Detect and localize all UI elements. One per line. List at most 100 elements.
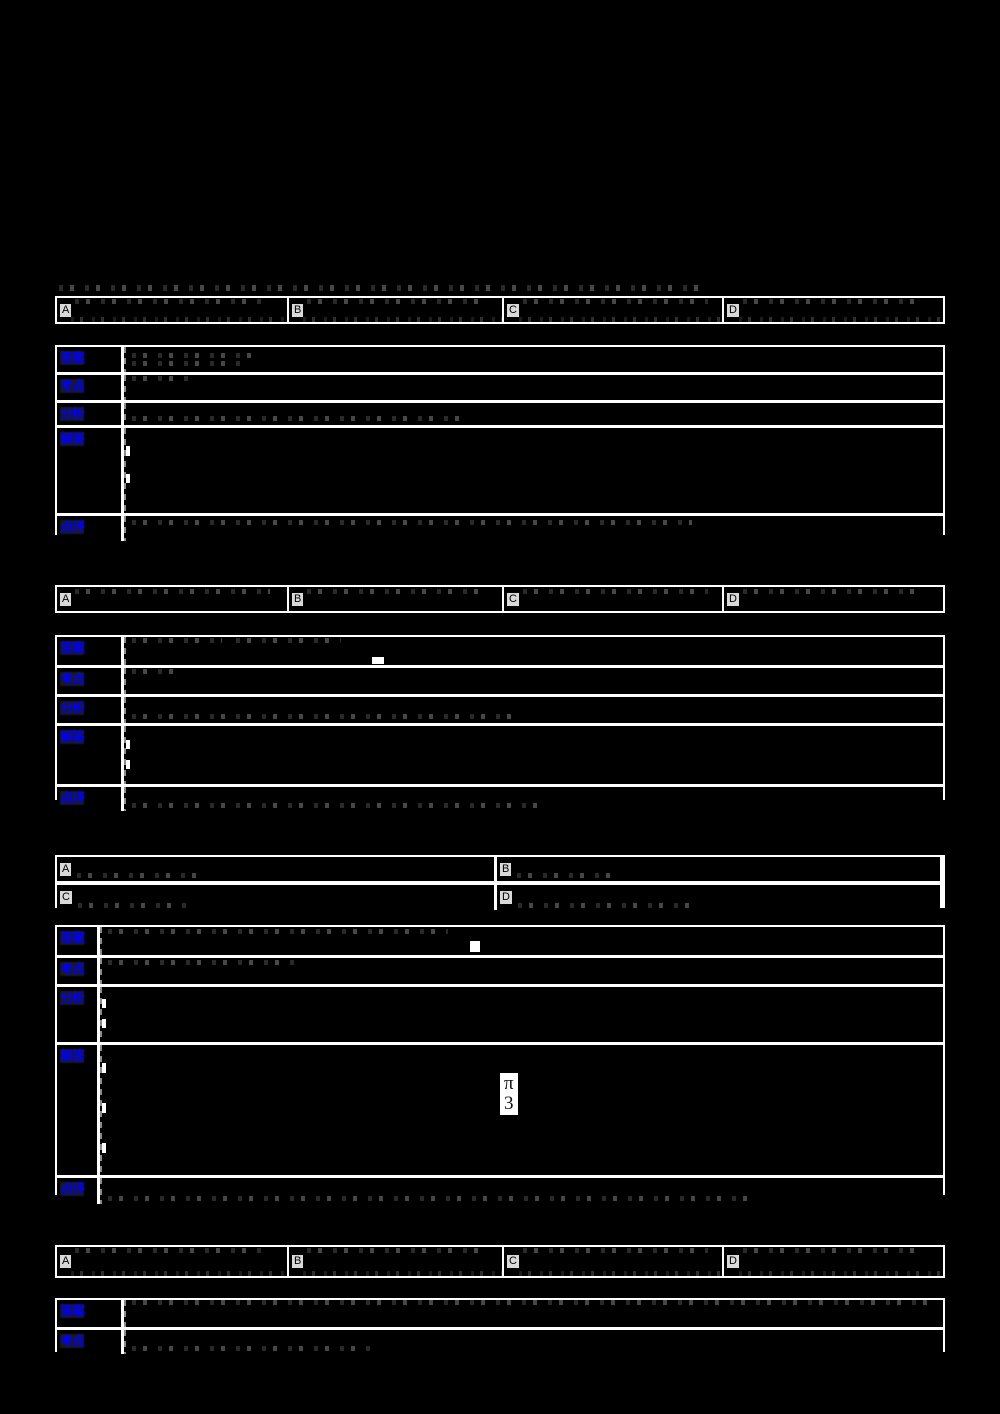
detail-label-comment: 点评 bbox=[57, 1178, 100, 1204]
option-c[interactable]: C bbox=[504, 1247, 724, 1276]
option-letter-a: A bbox=[60, 303, 72, 317]
option-letter-b: B bbox=[292, 1255, 304, 1268]
option-a[interactable]: A bbox=[57, 587, 289, 611]
option-d[interactable]: D bbox=[724, 298, 943, 322]
detail-label-testpoint: 考点 bbox=[57, 958, 100, 984]
detail-body-answer bbox=[124, 637, 943, 665]
detail-row-testpoint: 考点 bbox=[57, 668, 943, 697]
detail-label-testpoint: 考点 bbox=[57, 668, 124, 694]
option-c-text bbox=[518, 298, 722, 322]
option-b[interactable]: B bbox=[497, 857, 940, 881]
option-d[interactable]: D bbox=[724, 587, 943, 611]
detail-body-comment bbox=[124, 787, 943, 811]
detail-label-answer: 答案 bbox=[57, 927, 100, 955]
option-b-text bbox=[303, 587, 502, 611]
detail-row-answer: 答案 bbox=[57, 347, 943, 375]
detail-body-solution: π 3 bbox=[100, 1045, 943, 1175]
detail-label-answer: 答案 bbox=[57, 1300, 124, 1327]
detail-label-analysis: 分析 bbox=[57, 697, 124, 723]
detail-row-answer: 答案 bbox=[57, 927, 943, 958]
detail-label-answer: 答案 bbox=[57, 637, 124, 665]
detail-row-answer: 答案 bbox=[57, 637, 943, 668]
option-letter-d: D bbox=[500, 891, 512, 904]
option-c-text bbox=[518, 587, 722, 611]
detail-label-answer: 答案 bbox=[57, 347, 124, 372]
option-letter-d: D bbox=[727, 1255, 739, 1268]
option-c-text bbox=[71, 885, 494, 910]
question-4-options[interactable]: A B C D bbox=[55, 1245, 945, 1278]
option-b[interactable]: B bbox=[289, 1247, 504, 1276]
detail-label-comment: 点评 bbox=[57, 787, 124, 811]
question-1-options[interactable]: A B C D bbox=[55, 296, 945, 324]
detail-row-comment: 点评 bbox=[57, 787, 943, 811]
detail-body-answer bbox=[124, 1300, 943, 1327]
option-letter-b: B bbox=[292, 592, 304, 606]
option-a-text bbox=[71, 587, 287, 611]
detail-row-comment: 点评 bbox=[57, 1178, 943, 1204]
option-b-text bbox=[303, 298, 502, 322]
option-letter-a: A bbox=[60, 592, 72, 606]
detail-body-testpoint bbox=[100, 958, 943, 984]
option-a[interactable]: A bbox=[57, 1247, 289, 1276]
option-b[interactable]: B bbox=[289, 587, 504, 611]
detail-row-solution: 解答 bbox=[57, 726, 943, 787]
option-a-text bbox=[71, 857, 494, 881]
detail-body-testpoint bbox=[124, 375, 943, 400]
detail-row-solution: 解答 π 3 bbox=[57, 1045, 943, 1178]
option-c-text bbox=[518, 1247, 722, 1276]
question-1-stem bbox=[57, 283, 943, 294]
option-b-text bbox=[511, 857, 940, 881]
option-d-text bbox=[738, 298, 943, 322]
detail-row-analysis: 分析 bbox=[57, 697, 943, 726]
fraction-pi-over-3: π 3 bbox=[500, 1073, 518, 1115]
option-a[interactable]: A bbox=[57, 857, 497, 881]
detail-row-analysis: 分析 bbox=[57, 987, 943, 1045]
question-1-detail-table: 答案 考点 分析 bbox=[55, 345, 945, 541]
question-4-detail-table: 答案 考点 bbox=[55, 1298, 945, 1354]
detail-body-analysis bbox=[124, 403, 943, 425]
question-3-detail-table: 答案 考点 分析 bbox=[55, 925, 945, 1204]
question-2-detail-table: 答案 考点 分析 bbox=[55, 635, 945, 811]
detail-label-testpoint: 考点 bbox=[57, 375, 124, 400]
option-d-text bbox=[511, 885, 940, 910]
question-2-options[interactable]: A B C D bbox=[55, 585, 945, 613]
detail-label-solution: 解答 bbox=[57, 1045, 100, 1175]
option-d-text bbox=[738, 587, 943, 611]
detail-row-testpoint: 考点 bbox=[57, 375, 943, 403]
detail-row-solution: 解答 bbox=[57, 428, 943, 516]
detail-body-answer bbox=[100, 927, 943, 955]
option-b-text bbox=[303, 1247, 502, 1276]
option-a[interactable]: A bbox=[57, 298, 289, 322]
option-letter-d: D bbox=[727, 303, 739, 317]
detail-body-comment bbox=[124, 516, 943, 541]
detail-row-answer: 答案 bbox=[57, 1300, 943, 1330]
detail-label-analysis: 分析 bbox=[57, 987, 100, 1042]
detail-label-analysis: 分析 bbox=[57, 403, 124, 425]
option-letter-b: B bbox=[500, 862, 512, 876]
option-grid-row-2: C D bbox=[57, 885, 943, 910]
detail-body-comment bbox=[100, 1178, 943, 1204]
option-c[interactable]: C bbox=[57, 885, 497, 910]
fraction-numerator: π bbox=[504, 1073, 514, 1094]
detail-body-testpoint bbox=[124, 1330, 943, 1354]
option-letter-c: C bbox=[507, 303, 519, 317]
option-a-text bbox=[71, 1247, 287, 1276]
option-letter-a: A bbox=[60, 1255, 72, 1268]
detail-body-answer bbox=[124, 347, 943, 372]
detail-body-testpoint bbox=[124, 668, 943, 694]
option-b[interactable]: B bbox=[289, 298, 504, 322]
option-d[interactable]: D bbox=[724, 1247, 943, 1276]
option-letter-c: C bbox=[507, 592, 519, 606]
option-letter-d: D bbox=[727, 592, 739, 606]
option-c[interactable]: C bbox=[504, 587, 724, 611]
question-3-options[interactable]: A B C D bbox=[55, 855, 945, 910]
option-c[interactable]: C bbox=[504, 298, 724, 322]
detail-label-comment: 点评 bbox=[57, 516, 124, 541]
option-d[interactable]: D bbox=[497, 885, 940, 910]
detail-label-solution: 解答 bbox=[57, 428, 124, 513]
option-letter-b: B bbox=[292, 303, 304, 317]
detail-row-testpoint: 考点 bbox=[57, 958, 943, 987]
detail-body-analysis bbox=[100, 987, 943, 1042]
detail-row-analysis: 分析 bbox=[57, 403, 943, 428]
